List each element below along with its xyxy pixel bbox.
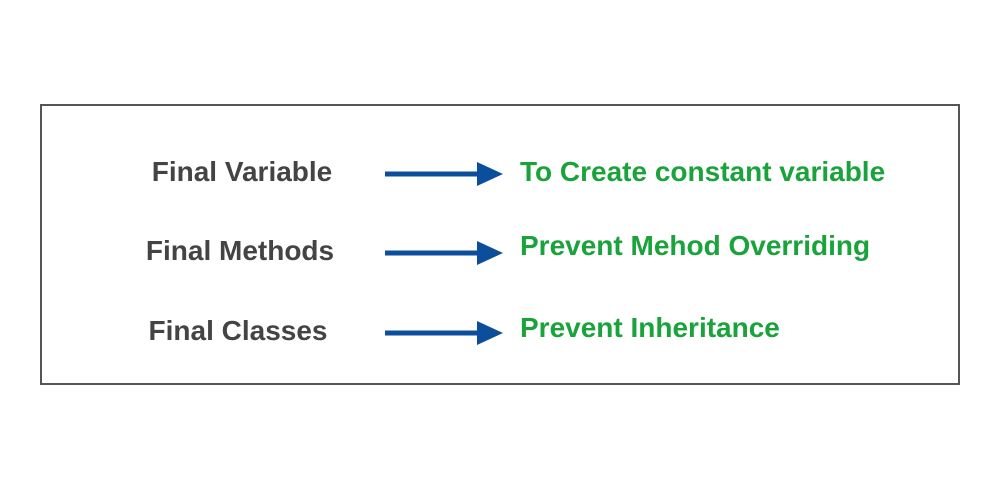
- row-final-methods: Final Methods Prevent Mehod Overriding: [0, 230, 1000, 271]
- arrow-right-icon: [385, 321, 503, 345]
- term-label: Final Variable: [151, 156, 333, 187]
- row-final-classes: Final Classes Prevent Inheritance: [0, 311, 1000, 351]
- arrow-right-icon: [385, 162, 503, 186]
- term-label: Final Methods: [145, 235, 335, 266]
- description-label: To Create constant variable: [520, 156, 886, 187]
- arrow-right-icon: [385, 241, 503, 265]
- row-final-variable: Final Variable To Create constant variab…: [0, 152, 1000, 192]
- description-label: Prevent Inheritance: [520, 312, 780, 343]
- term-label: Final Classes: [148, 315, 328, 346]
- diagram-frame: [40, 104, 960, 385]
- description-label: Prevent Mehod Overriding: [520, 230, 871, 261]
